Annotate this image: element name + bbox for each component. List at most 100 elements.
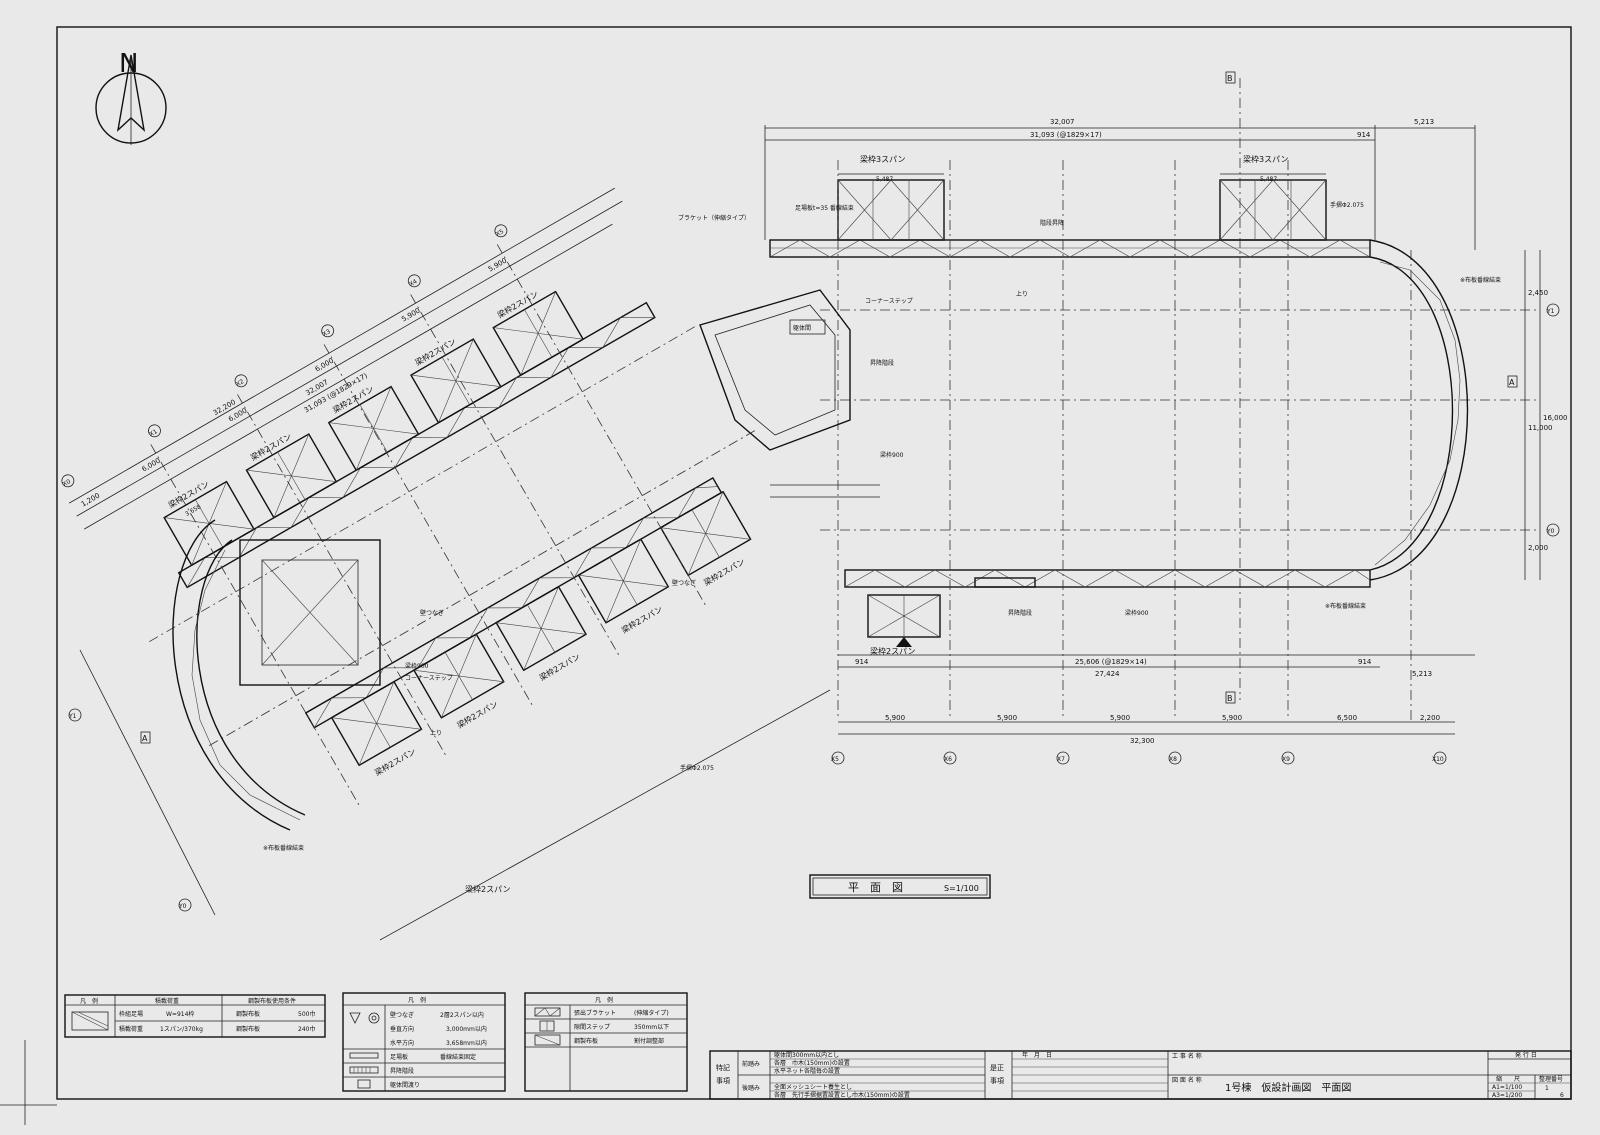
note-stairs-end-west: 上り bbox=[430, 729, 442, 737]
svg-text:3,658mm以内: 3,658mm以内 bbox=[446, 1039, 487, 1047]
plan-scale: S=1/100 bbox=[944, 884, 979, 893]
dim-right-3: 2,000 bbox=[1528, 544, 1548, 552]
section-b-bottom: B bbox=[1227, 694, 1233, 703]
dim-right-total: 16,000 bbox=[1543, 414, 1568, 422]
section-b-top: B bbox=[1227, 74, 1233, 83]
dim-bottom-end: 914 bbox=[1358, 658, 1372, 666]
dim-top-right: 5,213 bbox=[1414, 118, 1434, 126]
title-block: 特記 事項 前踏み 後踏み 躯体間300mm以内とし 各層 巾木(150mm)の… bbox=[709, 1050, 1572, 1100]
drawing-label: 図 面 名 称 bbox=[1172, 1076, 1202, 1084]
grid-y1-left: Y1 bbox=[68, 713, 77, 720]
beam-label-14: 梁枠2スパン bbox=[465, 884, 511, 894]
beam-label-11: 梁枠2スパン bbox=[537, 651, 581, 682]
note-bracket: ブラケット（伸縮タイプ） bbox=[678, 214, 750, 222]
north-label: N bbox=[119, 49, 138, 79]
grid-dim-2: 5,900 bbox=[997, 714, 1017, 722]
specials-item-5: 各層 先行手摺据置設置とし巾木(150mm)の設置 bbox=[774, 1091, 910, 1099]
specials-post: 後踏み bbox=[742, 1084, 760, 1092]
correction-label-a: 是正 bbox=[990, 1064, 1004, 1072]
svg-text:3,000mm以内: 3,000mm以内 bbox=[446, 1025, 487, 1033]
note-corner-step-west: コーナーステップ bbox=[405, 675, 453, 682]
svg-text:1スパン/370kg: 1スパン/370kg bbox=[160, 1026, 203, 1033]
svg-text:壁つなぎ: 壁つなぎ bbox=[390, 1011, 414, 1019]
svg-text:積載荷重: 積載荷重 bbox=[119, 1025, 143, 1033]
north-arrow-icon: N bbox=[95, 49, 167, 145]
specials-item-4: 全面メッシュシート養生とし bbox=[774, 1083, 852, 1091]
legend-bracket: 凡 例 張出ブラケット (伸縮タイプ) 隙間ステップ 350mm以下 鋼製布板 … bbox=[524, 992, 688, 1092]
title-box: 平 面 図 S=1/100 bbox=[809, 874, 991, 899]
diag-dim-6: 5,900 bbox=[487, 257, 508, 274]
grid-dim-1: 5,900 bbox=[885, 714, 905, 722]
diag-dim-4: 6,000 bbox=[314, 357, 335, 374]
dim-right-1: 2,450 bbox=[1528, 289, 1548, 297]
svg-text:躯体間渡り: 躯体間渡り bbox=[390, 1081, 420, 1089]
west-scaffold: 1,200 6,000 6,000 6,000 5,900 5,900 32,0… bbox=[61, 187, 756, 809]
grid-x1: X1 bbox=[148, 428, 159, 438]
east-scaffold: 32,007 31,093 (@1829×17) 914 5,213 914 2… bbox=[764, 71, 1568, 765]
drawing-name: 1号棟 仮設計画図 平面図 bbox=[1225, 1081, 1351, 1094]
svg-text:350mm以下: 350mm以下 bbox=[634, 1024, 669, 1031]
dim-bottom-right: 5,213 bbox=[1412, 670, 1432, 678]
beam-label-9: 梁枠2スパン bbox=[373, 746, 417, 777]
note-pit: 階段昇降 bbox=[1040, 219, 1064, 227]
beam-label-1: 梁枠3スパン bbox=[860, 154, 906, 164]
svg-text:昇降階段: 昇降階段 bbox=[390, 1067, 414, 1075]
grid-dim-4: 5,900 bbox=[1222, 714, 1242, 722]
svg-text:張出ブラケット: 張出ブラケット bbox=[574, 1009, 616, 1017]
note-tie-bind-west: ※布板番線結束 bbox=[263, 844, 304, 852]
grid-bubbles-x: X5 X6 X7 X8 X9 X10 bbox=[831, 751, 1447, 765]
grid-x3: X3 bbox=[321, 328, 332, 338]
svg-text:水平方向: 水平方向 bbox=[390, 1039, 414, 1047]
grid-x2: X2 bbox=[235, 378, 246, 388]
svg-text:鋼製布板: 鋼製布板 bbox=[574, 1037, 598, 1045]
beam-label-3: 梁枠2スパン bbox=[870, 646, 916, 656]
dim-bottom-total: 27,424 bbox=[1095, 670, 1120, 678]
specials-label-a: 特記 bbox=[716, 1063, 730, 1072]
note-beam-frame: 梁枠900 bbox=[1125, 609, 1149, 617]
svg-text:X8: X8 bbox=[1169, 756, 1177, 763]
grid-y0-left: Y0 bbox=[178, 903, 187, 910]
beam-label-2: 梁枠3スパン bbox=[1243, 154, 1289, 164]
svg-text:垂直方向: 垂直方向 bbox=[390, 1025, 414, 1033]
beam-label-10: 梁枠2スパン bbox=[455, 699, 499, 730]
svg-text:凡 例: 凡 例 bbox=[80, 997, 98, 1005]
sheet-value: 6 bbox=[1560, 1092, 1564, 1099]
specials-item-1: 躯体間300mm以内とし bbox=[774, 1051, 839, 1059]
section-a-left: A bbox=[142, 734, 148, 743]
svg-text:隙間ステップ: 隙間ステップ bbox=[574, 1023, 610, 1031]
note-beam-frame-corner: 梁枠900 bbox=[880, 451, 904, 459]
specials-item-3: 水平ネット各階毎の設置 bbox=[774, 1067, 840, 1075]
number-label: 整理番号 bbox=[1539, 1075, 1563, 1083]
svg-text:鋼製布板: 鋼製布板 bbox=[236, 1025, 260, 1033]
grid-dim-3: 5,900 bbox=[1110, 714, 1130, 722]
project-label: 工 事 名 称 bbox=[1172, 1052, 1202, 1060]
svg-text:X5: X5 bbox=[831, 756, 839, 763]
beam-width-1: 5,487 bbox=[876, 176, 893, 183]
svg-text:X6: X6 bbox=[944, 756, 952, 763]
grid-x0: X0 bbox=[62, 478, 73, 488]
plan-title: 平 面 図 bbox=[848, 881, 903, 894]
svg-text:(伸縮タイプ): (伸縮タイプ) bbox=[634, 1009, 669, 1017]
number-value: 1 bbox=[1545, 1085, 1549, 1092]
specials-item-2: 各層 巾木(150mm)の設置 bbox=[774, 1059, 850, 1067]
svg-text:鋼製布板: 鋼製布板 bbox=[236, 1010, 260, 1018]
svg-text:鋼製布板使用条件: 鋼製布板使用条件 bbox=[248, 997, 296, 1005]
note-wall-tie-west: 壁つなぎ bbox=[420, 609, 444, 617]
grid-y0-right: Y0 bbox=[1546, 528, 1555, 535]
specials-label-b: 事項 bbox=[716, 1076, 730, 1085]
svg-text:積載荷重: 積載荷重 bbox=[155, 997, 179, 1005]
scale-label: 縮 尺 bbox=[1496, 1075, 1520, 1083]
svg-text:割付調整部: 割付調整部 bbox=[634, 1037, 664, 1045]
svg-text:番線結束固定: 番線結束固定 bbox=[440, 1053, 476, 1061]
beam-width-small: 3,658 bbox=[184, 503, 203, 518]
specials-pre: 前踏み bbox=[742, 1060, 760, 1068]
dim-bottom-mid: 25,606 (@1829×14) bbox=[1075, 658, 1147, 666]
note-corner-step: コーナーステップ bbox=[865, 298, 913, 305]
scale-a1: A1=1/100 bbox=[1492, 1084, 1522, 1091]
note-foot: 足場板t=35 番線結束 bbox=[795, 204, 854, 212]
grid-y1-right: Y1 bbox=[1546, 308, 1555, 315]
correction-label-b: 事項 bbox=[990, 1076, 1004, 1085]
scale-a3: A3=1/200 bbox=[1492, 1092, 1522, 1099]
